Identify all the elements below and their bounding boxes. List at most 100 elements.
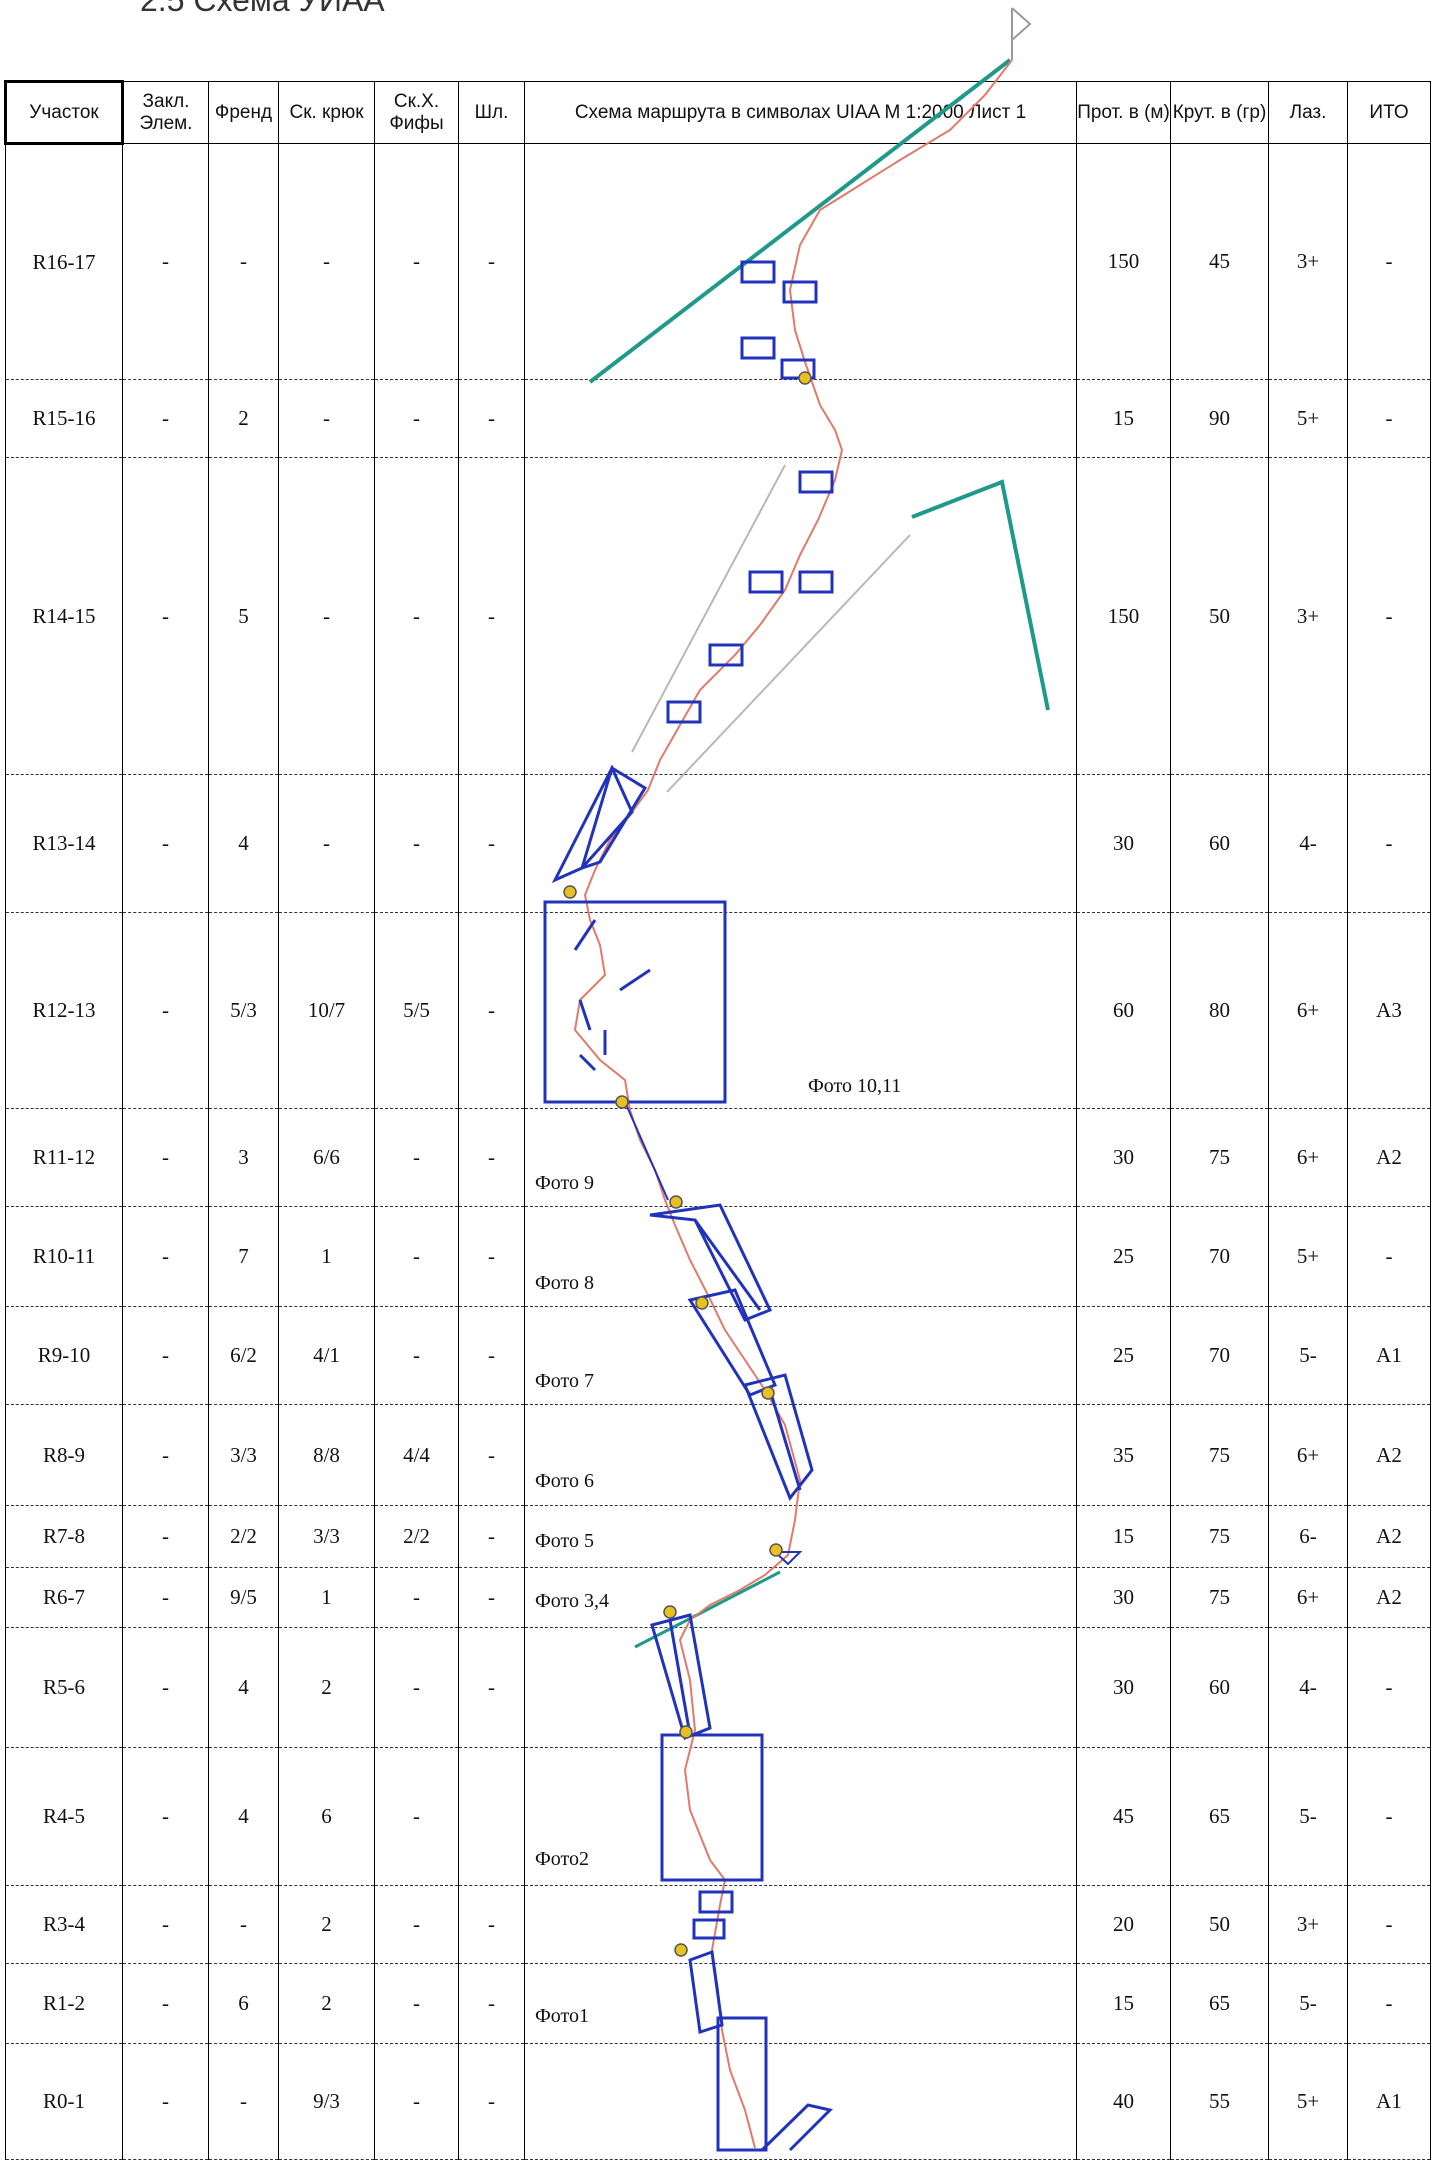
cell-kryuk: 9/3 <box>278 2043 375 2160</box>
cell-kryuk: - <box>278 774 375 913</box>
cell-prot: 30 <box>1076 1108 1171 1207</box>
cell-scheme <box>524 1627 1077 1748</box>
cell-section: R1-2 <box>5 1963 123 2044</box>
col-header-zakl: Закл. Элем. <box>122 81 209 144</box>
cell-zakl: - <box>122 1108 209 1207</box>
photo-label: Фото 7 <box>535 1370 595 1392</box>
cell-ito: - <box>1347 1747 1431 1886</box>
cell-scheme <box>524 143 1077 380</box>
cell-kryuk: 2 <box>278 1963 375 2044</box>
cell-zakl: - <box>122 1404 209 1506</box>
cell-fify: - <box>374 2043 459 2160</box>
cell-fify: - <box>374 1567 459 1628</box>
cell-zakl: - <box>122 1505 209 1568</box>
cell-section: R6-7 <box>5 1567 123 1628</box>
cell-shl <box>458 1747 525 1886</box>
cell-prot: 30 <box>1076 1567 1171 1628</box>
cell-zakl: - <box>122 457 209 775</box>
cell-frend: - <box>208 1885 279 1964</box>
cell-laz: 5- <box>1268 1306 1348 1405</box>
cell-shl: - <box>458 774 525 913</box>
cell-section: R9-10 <box>5 1306 123 1405</box>
cell-shl: - <box>458 912 525 1109</box>
cell-frend: 7 <box>208 1206 279 1307</box>
cell-laz: 6+ <box>1268 1108 1348 1207</box>
cell-zakl: - <box>122 912 209 1109</box>
cell-section: R12-13 <box>5 912 123 1109</box>
cell-scheme <box>524 1206 1077 1307</box>
cell-ito: A1 <box>1347 1306 1431 1405</box>
cell-krut: 60 <box>1170 1627 1269 1748</box>
col-header-ito: ИТО <box>1347 81 1431 144</box>
cell-shl: - <box>458 1505 525 1568</box>
cell-shl: - <box>458 1567 525 1628</box>
cell-shl: - <box>458 1206 525 1307</box>
cell-laz: 4- <box>1268 1627 1348 1748</box>
cell-prot: 20 <box>1076 1885 1171 1964</box>
cell-shl: - <box>458 143 525 380</box>
cell-kryuk: 2 <box>278 1627 375 1748</box>
photo-label: Фото 5 <box>535 1530 595 1552</box>
cell-prot: 45 <box>1076 1747 1171 1886</box>
cell-kryuk: 3/3 <box>278 1505 375 1568</box>
cell-ito: A2 <box>1347 1567 1431 1628</box>
cell-ito: A1 <box>1347 2043 1431 2160</box>
cell-zakl: - <box>122 1627 209 1748</box>
cell-scheme <box>524 1963 1077 2044</box>
cell-laz: 5+ <box>1268 2043 1348 2160</box>
cell-prot: 35 <box>1076 1404 1171 1506</box>
cell-krut: 75 <box>1170 1567 1269 1628</box>
cell-krut: 75 <box>1170 1108 1269 1207</box>
cell-fify: - <box>374 1206 459 1307</box>
cell-fify: - <box>374 1747 459 1886</box>
cell-zakl: - <box>122 774 209 913</box>
cell-shl: - <box>458 1885 525 1964</box>
cell-prot: 60 <box>1076 912 1171 1109</box>
cell-fify: - <box>374 1627 459 1748</box>
cell-fify: - <box>374 1306 459 1405</box>
cell-shl: - <box>458 2043 525 2160</box>
col-header-frend: Френд <box>208 81 279 144</box>
cell-krut: 45 <box>1170 143 1269 380</box>
cell-scheme <box>524 457 1077 775</box>
cell-zakl: - <box>122 1963 209 2044</box>
cell-scheme <box>524 912 1077 1109</box>
cell-section: R4-5 <box>5 1747 123 1886</box>
photo-label: Фото 9 <box>535 1172 595 1194</box>
photo-label: Фото 3,4 <box>535 1590 610 1612</box>
cell-fify: - <box>374 1885 459 1964</box>
cell-laz: 5- <box>1268 1963 1348 2044</box>
cell-laz: 3+ <box>1268 1885 1348 1964</box>
cell-laz: 6+ <box>1268 912 1348 1109</box>
cell-ito: - <box>1347 457 1431 775</box>
cell-prot: 40 <box>1076 2043 1171 2160</box>
cell-krut: 70 <box>1170 1306 1269 1405</box>
cell-ito: - <box>1347 774 1431 913</box>
cell-ito: - <box>1347 1963 1431 2044</box>
cell-ito: - <box>1347 1206 1431 1307</box>
cell-krut: 75 <box>1170 1505 1269 1568</box>
cell-fify: - <box>374 457 459 775</box>
cell-zakl: - <box>122 1306 209 1405</box>
cell-frend: 3/3 <box>208 1404 279 1506</box>
col-header-section: Участок <box>4 80 124 145</box>
cell-scheme <box>524 1747 1077 1886</box>
photo-label: Фото 10,11 <box>808 1075 902 1097</box>
cell-scheme <box>524 379 1077 458</box>
cell-section: R3-4 <box>5 1885 123 1964</box>
cell-shl: - <box>458 1404 525 1506</box>
cell-frend: 6/2 <box>208 1306 279 1405</box>
cell-kryuk: 2 <box>278 1885 375 1964</box>
cell-section: R14-15 <box>5 457 123 775</box>
cell-kryuk: 6 <box>278 1747 375 1886</box>
cell-shl: - <box>458 379 525 458</box>
cell-prot: 15 <box>1076 1505 1171 1568</box>
cell-laz: 6+ <box>1268 1404 1348 1506</box>
